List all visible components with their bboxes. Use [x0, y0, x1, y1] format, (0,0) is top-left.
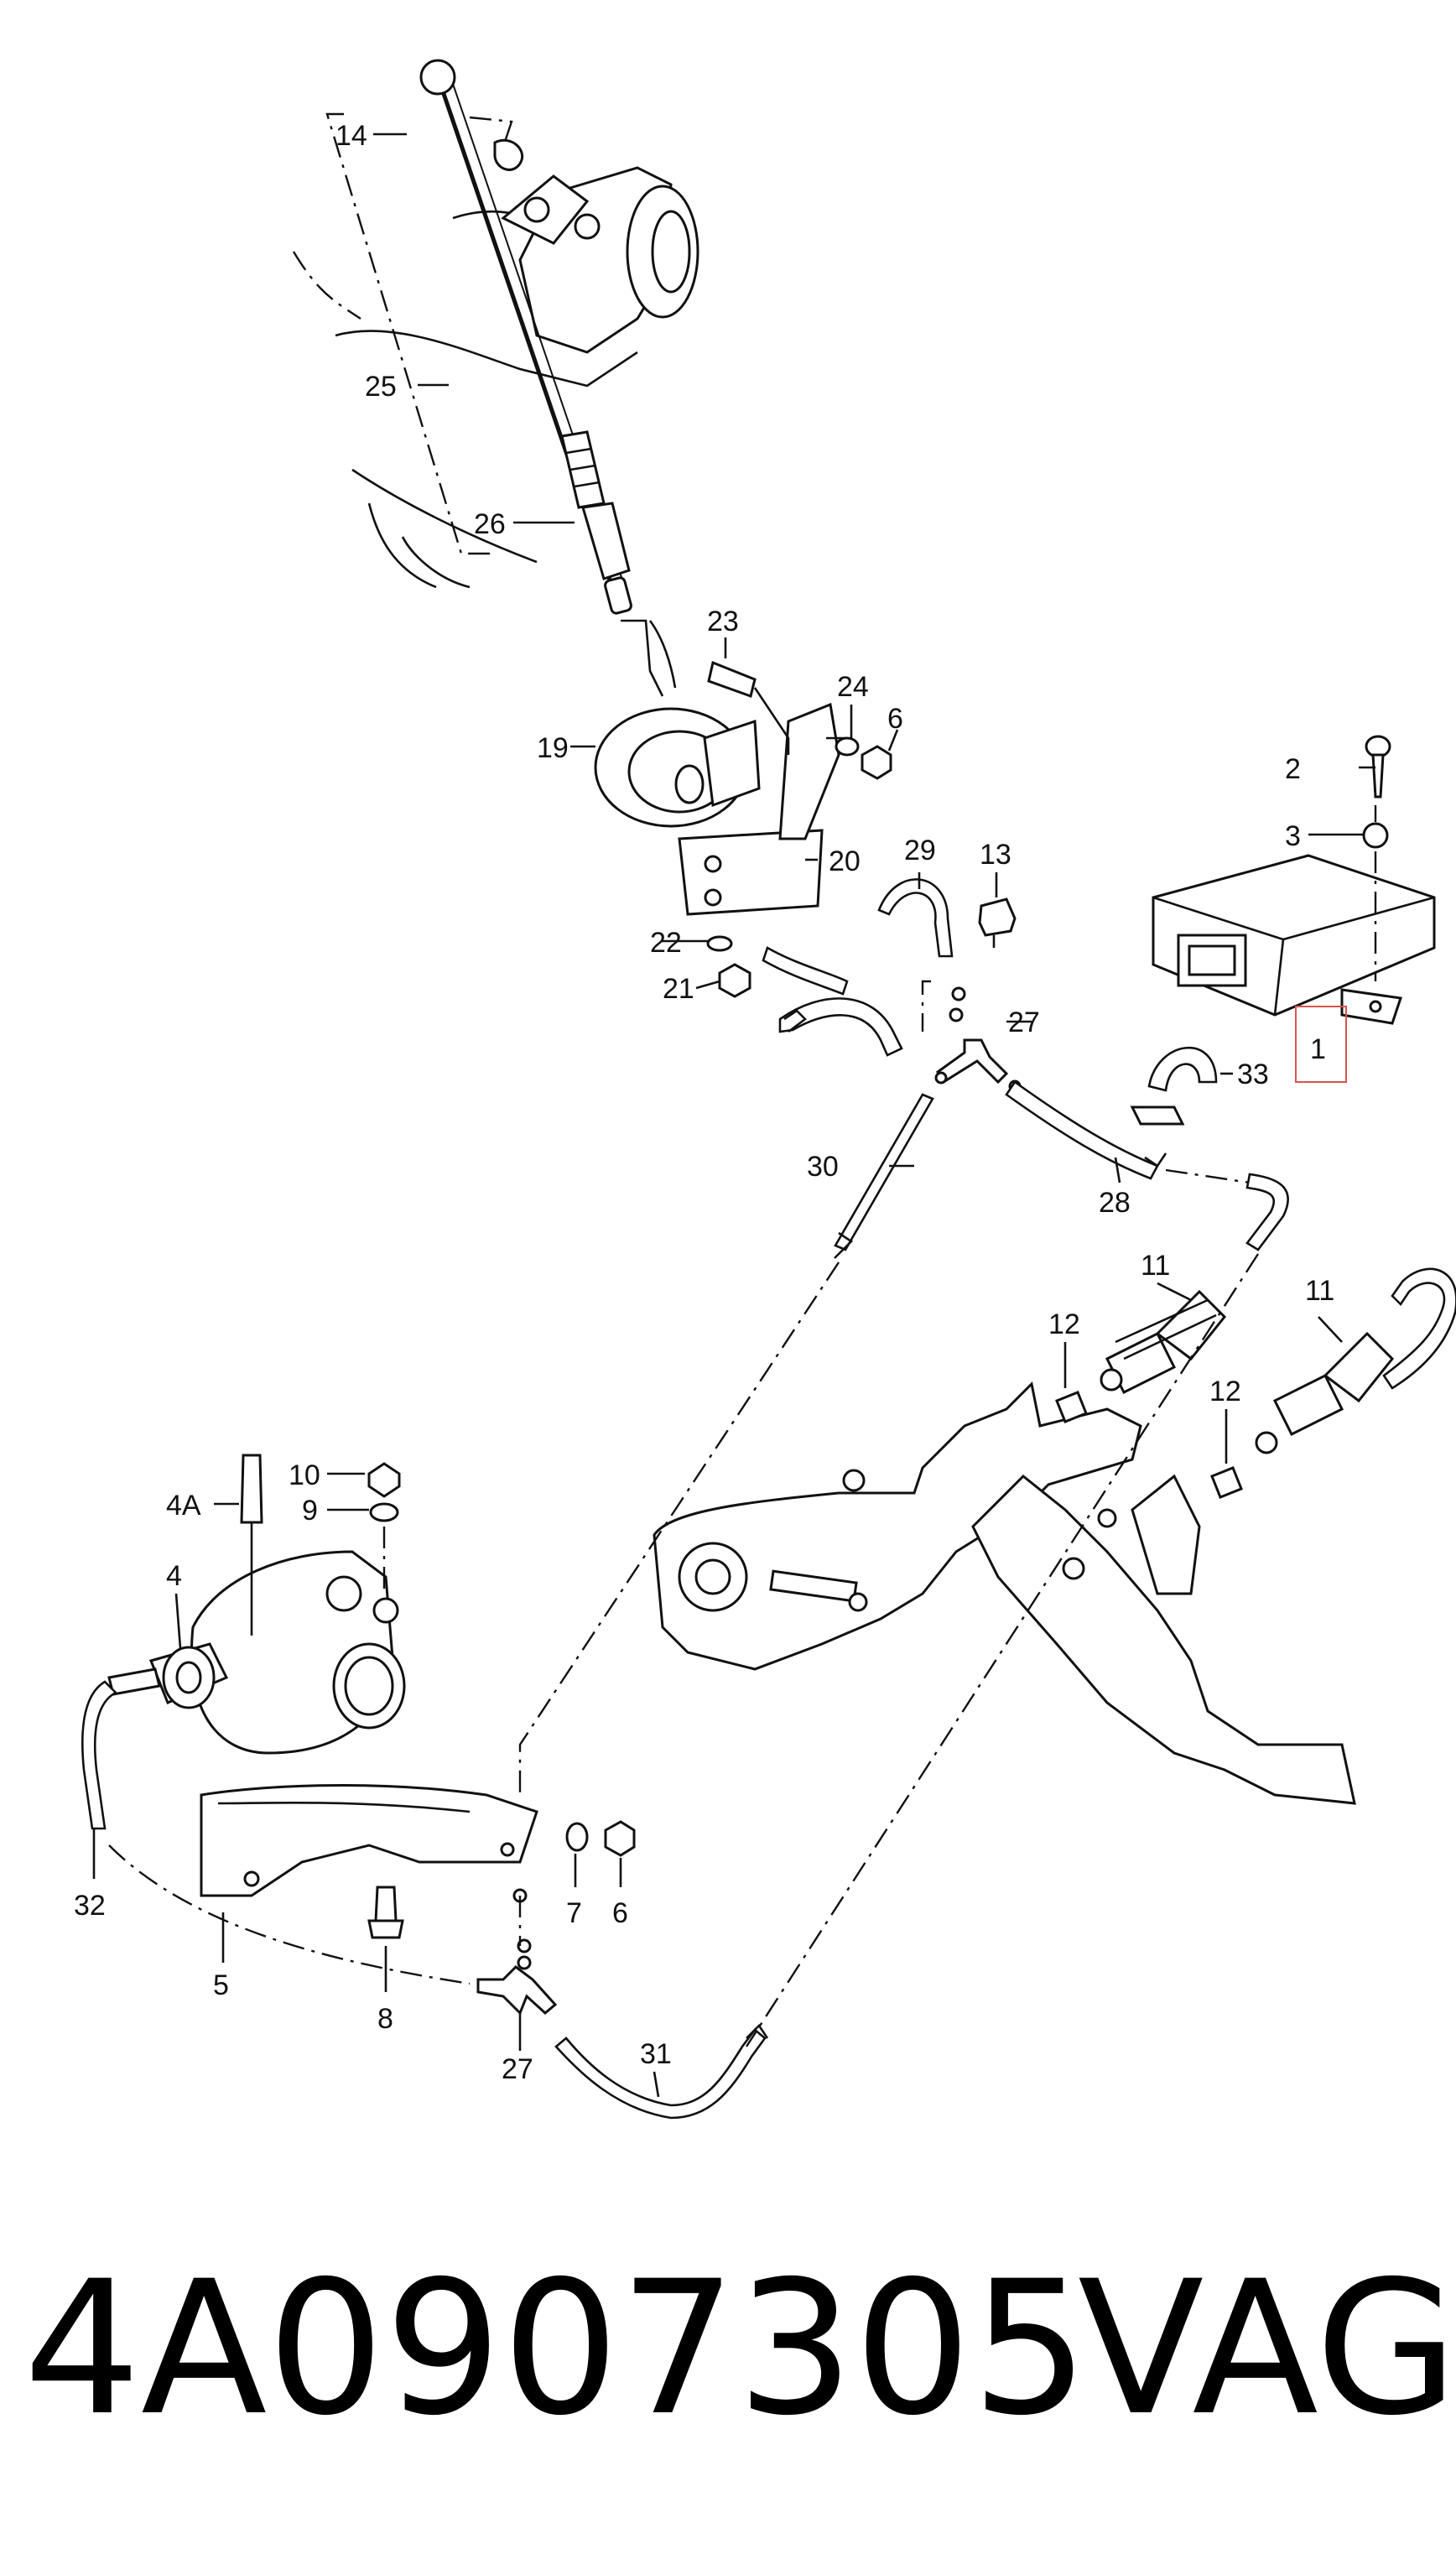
part-number-caption: 4A0907305	[23, 2241, 1089, 2456]
callout-3: 3	[1285, 820, 1301, 852]
callout-23: 23	[707, 606, 739, 637]
retaining-strap	[1130, 1047, 1218, 1126]
callout-labels: 1 2 3 4 4A 5 6 6 7 8 9 10 11 11 12 12 13…	[74, 120, 1334, 2085]
callout-27-lower: 27	[502, 2053, 533, 2085]
callout-19: 19	[537, 732, 569, 764]
callout-6-upper: 6	[887, 703, 903, 735]
callout-31: 31	[640, 2038, 672, 2070]
throttle-body-assembly	[292, 59, 699, 615]
pedal-cluster	[653, 1267, 1456, 1805]
callout-11-left: 11	[1141, 1250, 1170, 1282]
vacuum-unit-assembly	[594, 619, 892, 998]
callout-20: 20	[829, 845, 861, 877]
callout-30: 30	[807, 1151, 839, 1183]
callout-1: 1	[1310, 1033, 1326, 1065]
callout-2: 2	[1285, 753, 1301, 785]
callout-32: 32	[74, 1890, 106, 1922]
callout-8: 8	[377, 2003, 393, 2035]
leader-lines	[92, 133, 1375, 2098]
callout-10: 10	[289, 1459, 320, 1491]
callout-29: 29	[904, 835, 936, 866]
brand-caption: VAG	[1078, 2241, 1456, 2456]
callout-25: 25	[365, 371, 397, 403]
callout-9: 9	[302, 1495, 318, 1527]
callout-7: 7	[566, 1897, 582, 1929]
callout-6-lower: 6	[612, 1897, 628, 1929]
callout-33: 33	[1237, 1059, 1269, 1090]
callout-24: 24	[837, 671, 869, 703]
highlight-box	[1295, 1006, 1347, 1083]
servo-motor-assembly	[81, 1253, 1260, 2120]
callout-14: 14	[335, 120, 367, 152]
callout-21: 21	[663, 973, 694, 1005]
callout-26: 26	[474, 508, 506, 540]
callout-28: 28	[1099, 1187, 1131, 1219]
callout-4a: 4A	[166, 1490, 201, 1522]
callout-12-left: 12	[1048, 1308, 1080, 1340]
callout-11-right: 11	[1305, 1275, 1334, 1307]
callout-22: 22	[650, 927, 682, 959]
control-unit	[1152, 735, 1436, 1025]
callout-4: 4	[166, 1560, 182, 1592]
vacuum-hose-network	[762, 878, 1289, 1259]
callout-5: 5	[213, 1969, 229, 2001]
callout-12-right: 12	[1209, 1376, 1241, 1407]
callout-27-upper: 27	[1008, 1007, 1040, 1038]
callout-13: 13	[980, 839, 1011, 871]
